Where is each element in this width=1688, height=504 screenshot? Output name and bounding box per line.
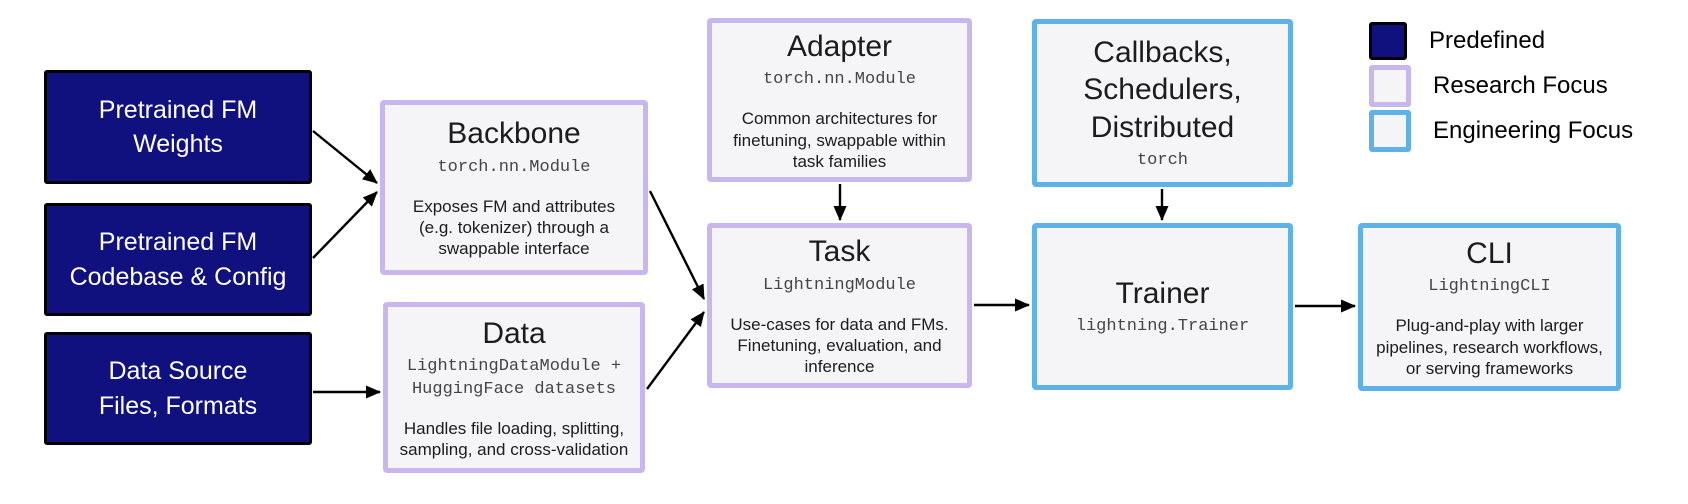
node-code: lightning.Trainer — [1075, 317, 1250, 337]
legend-swatch-engineering-focus — [1369, 110, 1411, 152]
legend-item-research-focus: Research Focus — [1369, 65, 1633, 107]
node-adapter: Adapter torch.nn.Module Common architect… — [707, 18, 972, 182]
node-backbone: Backbone torch.nn.Module Exposes FM and … — [380, 100, 648, 275]
node-cli: CLI LightningCLI Plug-and-play with larg… — [1358, 223, 1621, 391]
legend-swatch-research-focus — [1369, 65, 1411, 107]
node-description: Handles file loading, splitting, samplin… — [399, 418, 629, 459]
arrow-codebase-config-to-backbone — [312, 191, 378, 259]
node-code: LightningModule — [762, 275, 917, 295]
node-data: Data LightningDataModule + HuggingFace d… — [383, 302, 645, 473]
node-code: torch.nn.Module — [437, 157, 591, 177]
node-title: Backbone — [447, 117, 581, 151]
node-code: LightningCLI — [1428, 277, 1551, 297]
node-pretrained-fm-weights: Pretrained FM Weights — [44, 70, 312, 184]
node-description: Plug-and-play with larger pipelines, res… — [1376, 316, 1603, 378]
node-pretrained-fm-codebase-config: Pretrained FM Codebase & Config — [44, 203, 312, 316]
legend-item-engineering-focus: Engineering Focus — [1369, 110, 1634, 152]
node-title: Callbacks, Schedulers, Distributed — [1083, 35, 1242, 144]
legend: Predefined Research Focus Engineering Fo… — [1369, 22, 1634, 152]
node-label: Pretrained FM Codebase & Config — [69, 228, 287, 291]
node-title: Adapter — [786, 29, 893, 63]
node-code: torch — [1136, 151, 1188, 171]
node-description: Exposes FM and attributes (e.g. tokenize… — [412, 196, 616, 259]
node-code: LightningDataModule + HuggingFace datase… — [406, 357, 622, 399]
legend-label: Predefined — [1429, 27, 1546, 54]
node-description: Common architectures for finetuning, swa… — [733, 109, 946, 171]
arrow-backbone-to-task — [648, 190, 706, 300]
node-label: Pretrained FM Weights — [98, 95, 258, 159]
node-callbacks-schedulers-distributed: Callbacks, Schedulers, Distributed torch — [1032, 19, 1293, 187]
arrow-pretrained-weights-to-backbone — [312, 130, 378, 184]
legend-label: Engineering Focus — [1433, 117, 1634, 144]
node-title: Task — [808, 235, 871, 269]
legend-item-predefined: Predefined — [1369, 22, 1633, 60]
arrow-data-to-task — [646, 311, 705, 390]
node-title: CLI — [1466, 236, 1513, 270]
node-description: Use-cases for data and FMs. Finetuning, … — [730, 314, 949, 377]
node-data-source-files-formats: Data Source Files, Formats — [44, 332, 312, 445]
node-task: Task LightningModule Use-cases for data … — [707, 223, 972, 388]
node-code: torch.nn.Module — [762, 70, 917, 90]
node-label: Data Source Files, Formats — [98, 357, 258, 420]
node-title: Data — [482, 316, 546, 350]
node-title: Trainer — [1115, 276, 1210, 310]
node-trainer: Trainer lightning.Trainer — [1032, 223, 1293, 390]
legend-label: Research Focus — [1433, 72, 1608, 99]
legend-swatch-predefined — [1369, 22, 1407, 60]
